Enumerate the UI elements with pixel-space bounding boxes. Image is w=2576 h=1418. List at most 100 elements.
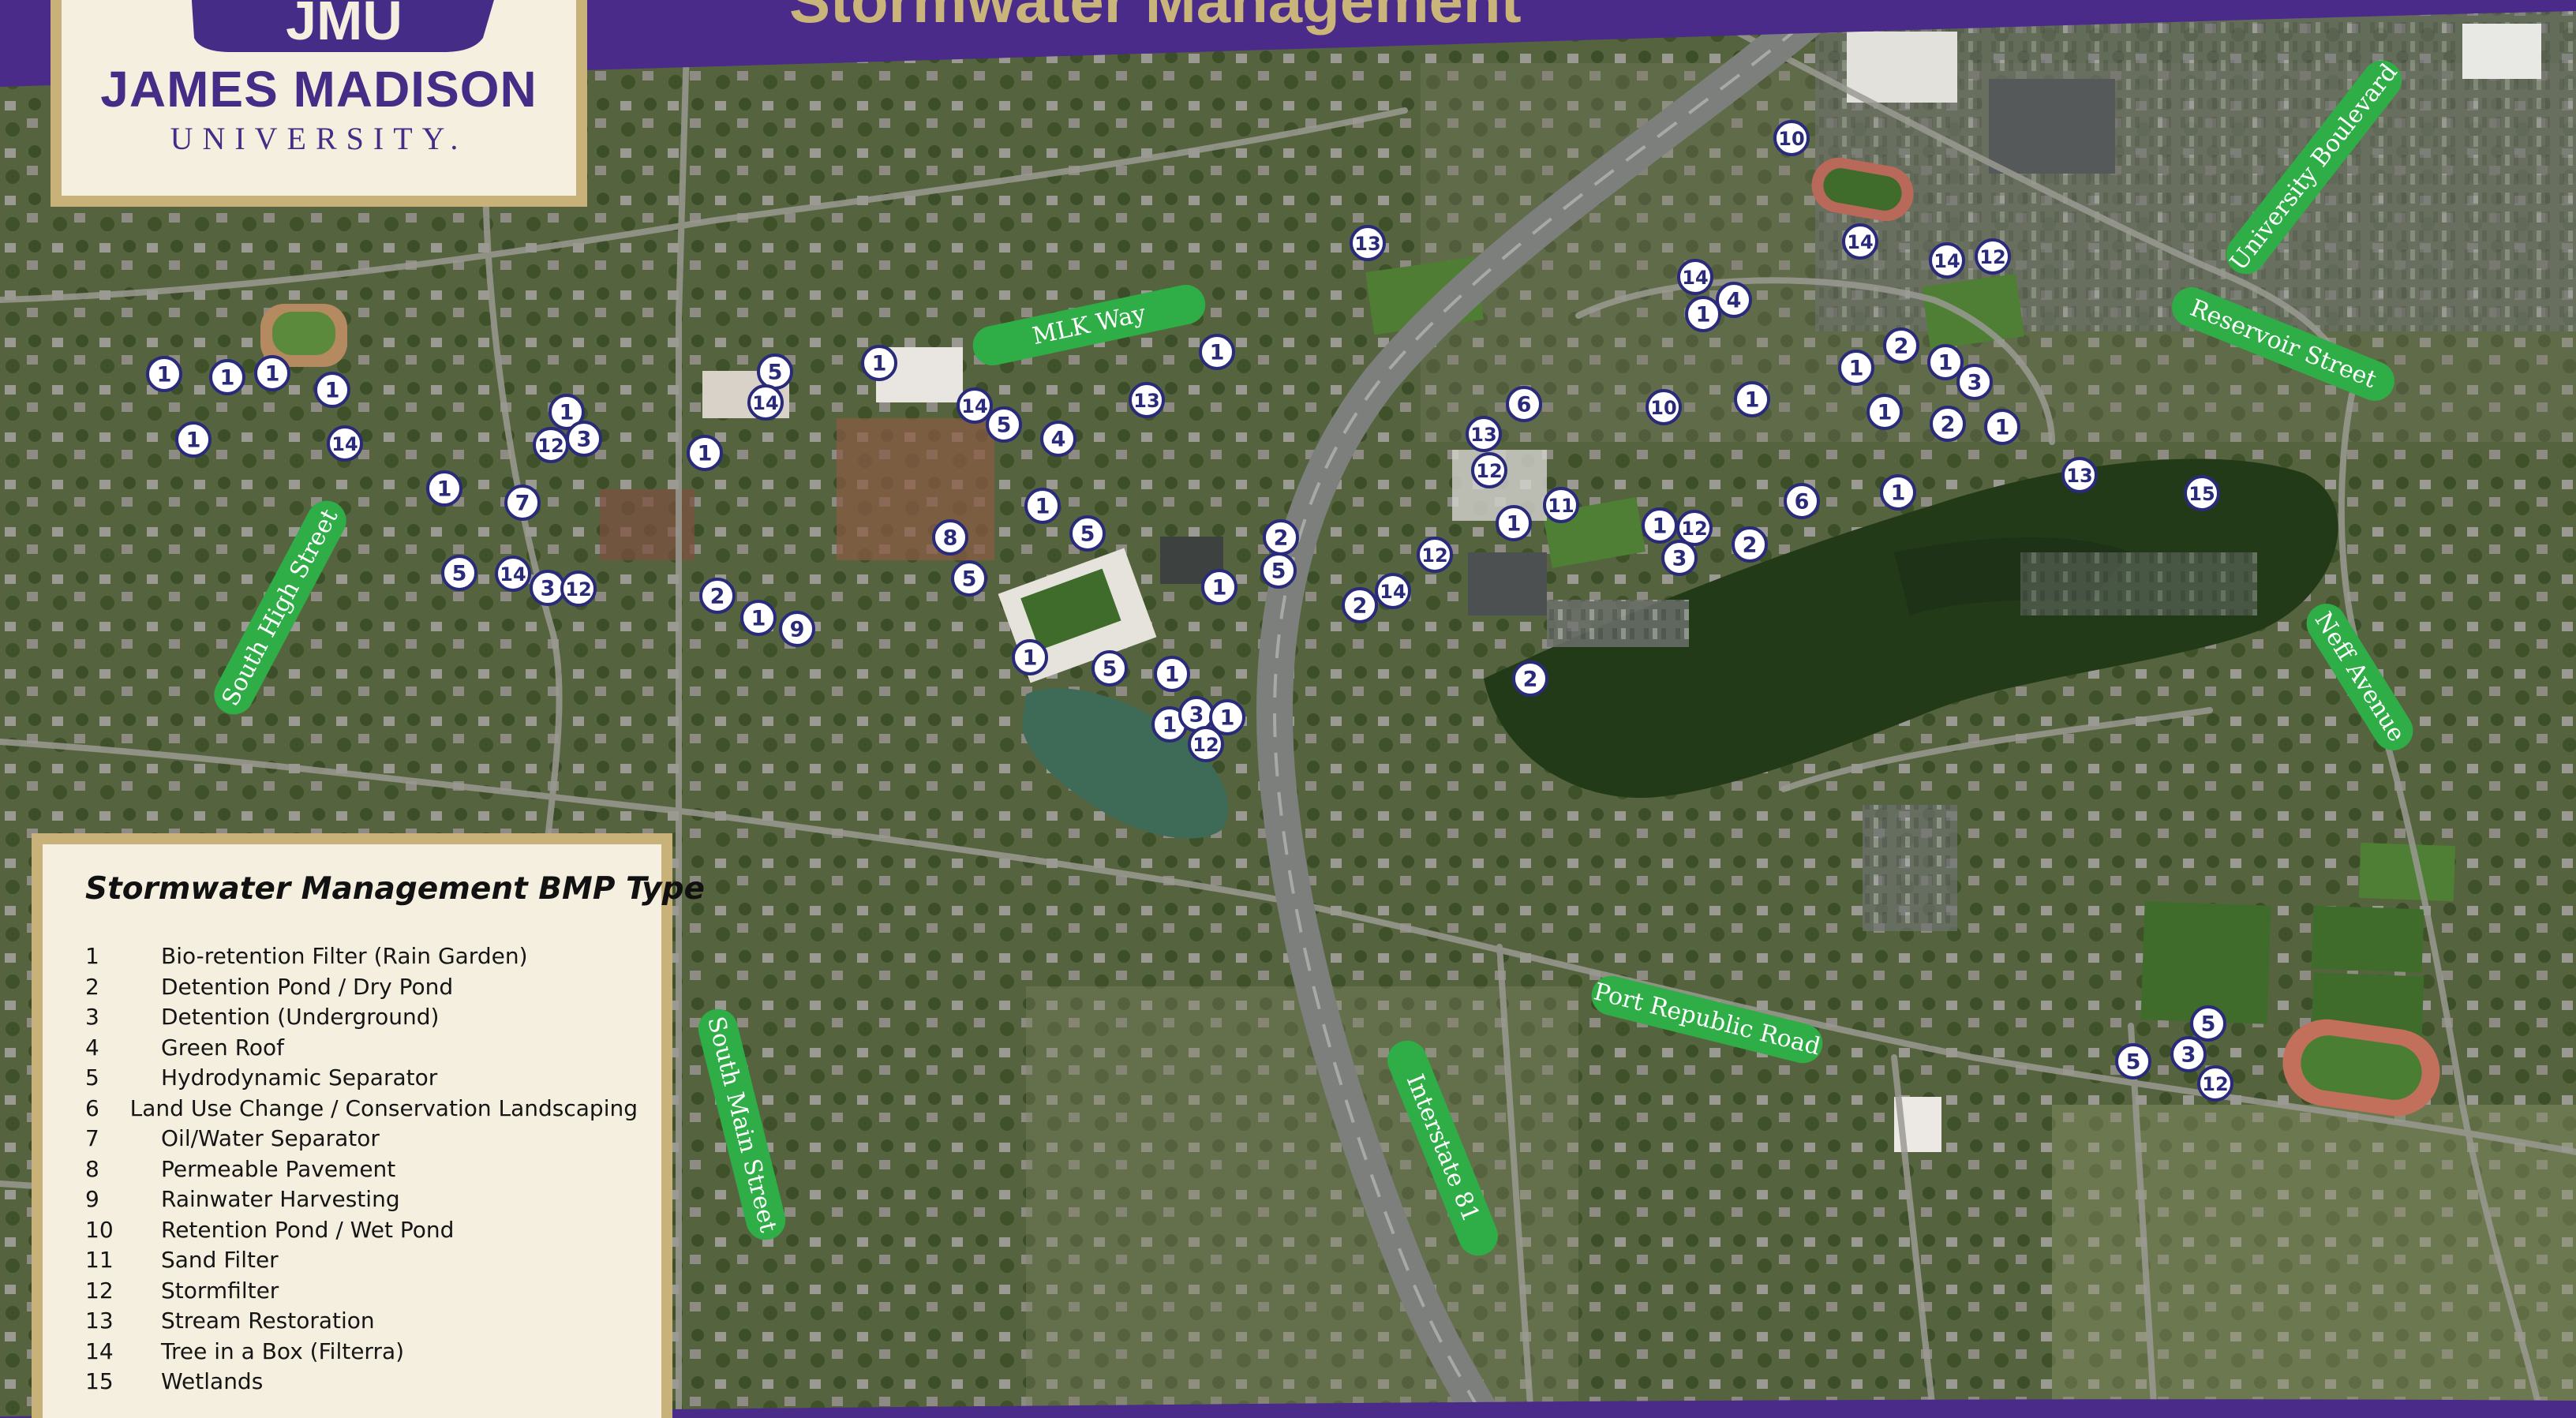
bmp-marker[interactable]: 1 (426, 470, 462, 507)
bmp-marker[interactable]: 12 (533, 427, 569, 463)
bmp-marker[interactable]: 1 (1880, 474, 1916, 511)
bmp-marker[interactable]: 2 (1342, 587, 1378, 623)
bmp-marker[interactable]: 1 (1685, 296, 1721, 332)
bmp-marker[interactable]: 6 (1784, 483, 1820, 519)
bmp-marker[interactable]: 1 (1866, 394, 1903, 430)
bmp-marker[interactable]: 1 (1838, 350, 1874, 386)
bmp-marker[interactable]: 14 (1375, 573, 1411, 609)
bmp-marker[interactable]: 2 (1732, 526, 1768, 563)
bmp-marker[interactable]: 5 (951, 560, 987, 597)
bmp-marker[interactable]: 12 (560, 571, 597, 607)
bmp-marker[interactable]: 12 (1676, 510, 1713, 546)
bmp-marker[interactable]: 12 (1471, 452, 1507, 488)
bmp-marker-number: 5 (1103, 657, 1118, 682)
bmp-marker-number: 14 (1682, 267, 1708, 289)
bmp-marker[interactable]: 10 (1773, 120, 1810, 156)
bmp-marker[interactable]: 13 (2061, 457, 2098, 493)
bmp-marker[interactable]: 12 (1417, 537, 1453, 573)
bmp-marker-number: 1 (1035, 495, 1050, 519)
bmp-marker[interactable]: 13 (1129, 382, 1165, 418)
bmp-marker-number: 14 (1934, 250, 1960, 272)
bmp-marker-number: 1 (325, 379, 340, 403)
bmp-marker[interactable]: 1 (1012, 639, 1048, 675)
jmu-logo-icon: JMU (167, 0, 521, 52)
bmp-marker[interactable]: 14 (495, 556, 531, 592)
bmp-marker-circle (2190, 1005, 2226, 1042)
bmp-marker[interactable]: 14 (1842, 223, 1878, 260)
legend-item-label: Detention (Underground) (161, 1004, 440, 1030)
bmp-marker[interactable]: 1 (740, 600, 777, 636)
bmp-marker[interactable]: 2 (1263, 519, 1299, 556)
bmp-marker[interactable]: 5 (757, 354, 793, 390)
bmp-marker[interactable]: 5 (1091, 650, 1128, 687)
bmp-marker[interactable]: 3 (1178, 696, 1215, 732)
legend-item-number: 9 (85, 1186, 99, 1212)
bmp-marker[interactable]: 1 (1201, 569, 1237, 605)
bmp-marker[interactable]: 1 (861, 345, 897, 381)
bmp-marker[interactable]: 1 (1209, 699, 1245, 735)
bmp-marker[interactable]: 1 (549, 394, 585, 430)
legend-item-label: Oil/Water Separator (161, 1125, 380, 1151)
bmp-marker[interactable]: 5 (986, 406, 1022, 443)
bmp-marker-number: 3 (541, 577, 556, 601)
bmp-marker[interactable]: 1 (175, 421, 212, 458)
bmp-marker[interactable]: 14 (957, 387, 993, 424)
bmp-marker[interactable]: 3 (566, 421, 602, 457)
street-pill (214, 500, 346, 715)
bmp-marker[interactable]: 14 (747, 384, 784, 421)
bmp-marker-number: 5 (2126, 1050, 2141, 1075)
bmp-marker-circle (1956, 364, 1993, 400)
bmp-marker[interactable]: 8 (932, 519, 968, 556)
bmp-marker[interactable]: 5 (2190, 1005, 2226, 1042)
bmp-marker-number: 6 (1517, 393, 1532, 417)
bmp-marker[interactable]: 6 (1506, 386, 1542, 422)
bmp-marker[interactable]: 2 (699, 578, 736, 614)
bmp-marker[interactable]: 1 (1024, 488, 1061, 524)
bmp-marker[interactable]: 13 (1350, 225, 1386, 261)
bmp-marker[interactable]: 12 (2197, 1065, 2233, 1102)
bmp-marker[interactable]: 1 (1642, 507, 1678, 544)
bmp-marker[interactable]: 4 (1040, 421, 1076, 457)
bmp-marker[interactable]: 3 (1661, 540, 1698, 576)
bmp-marker[interactable]: 1 (687, 435, 723, 471)
bmp-marker[interactable]: 14 (1929, 242, 1965, 279)
bmp-marker[interactable]: 1 (254, 355, 290, 391)
bmp-marker[interactable]: 1 (1154, 656, 1190, 692)
bmp-marker[interactable]: 2 (1512, 660, 1548, 697)
bmp-marker[interactable]: 9 (779, 611, 815, 647)
bmp-marker[interactable]: 1 (146, 356, 182, 392)
bmp-marker[interactable]: 1 (1927, 344, 1964, 380)
bmp-marker[interactable]: 3 (530, 570, 566, 606)
bmp-marker[interactable]: 12 (1188, 726, 1224, 762)
bmp-marker[interactable]: 11 (1543, 487, 1579, 523)
bmp-marker[interactable]: 12 (1975, 238, 2011, 275)
bmp-marker[interactable]: 14 (327, 425, 363, 462)
bmp-marker[interactable]: 1 (209, 359, 245, 395)
bmp-marker[interactable]: 1 (1199, 334, 1235, 370)
bmp-marker[interactable]: 3 (2170, 1036, 2207, 1072)
bmp-marker[interactable]: 4 (1716, 282, 1752, 318)
bmp-marker[interactable]: 1 (314, 372, 350, 408)
bmp-marker[interactable]: 1 (1734, 381, 1770, 417)
bmp-marker[interactable]: 10 (1646, 389, 1682, 425)
bmp-marker-number: 1 (1849, 357, 1864, 381)
bmp-marker[interactable]: 2 (1930, 406, 1966, 442)
bmp-marker[interactable]: 3 (1956, 364, 1993, 400)
legend-item-number: 1 (85, 943, 99, 969)
bmp-marker-circle (1417, 537, 1453, 573)
bmp-marker[interactable]: 5 (2115, 1043, 2151, 1079)
bmp-marker[interactable]: 15 (2184, 475, 2220, 511)
bmp-marker[interactable]: 1 (1984, 409, 2020, 445)
bmp-marker[interactable]: 5 (1260, 552, 1297, 589)
bmp-marker[interactable]: 7 (504, 485, 541, 521)
bmp-marker[interactable]: 5 (441, 555, 477, 591)
bmp-marker[interactable]: 13 (1466, 416, 1502, 452)
bmp-marker[interactable]: 14 (1677, 259, 1713, 295)
legend-item-label: Retention Pond / Wet Pond (161, 1216, 455, 1243)
bmp-marker[interactable]: 2 (1883, 327, 1919, 364)
bmp-marker[interactable]: 5 (1069, 515, 1106, 552)
bmp-marker[interactable]: 1 (1496, 505, 1532, 541)
